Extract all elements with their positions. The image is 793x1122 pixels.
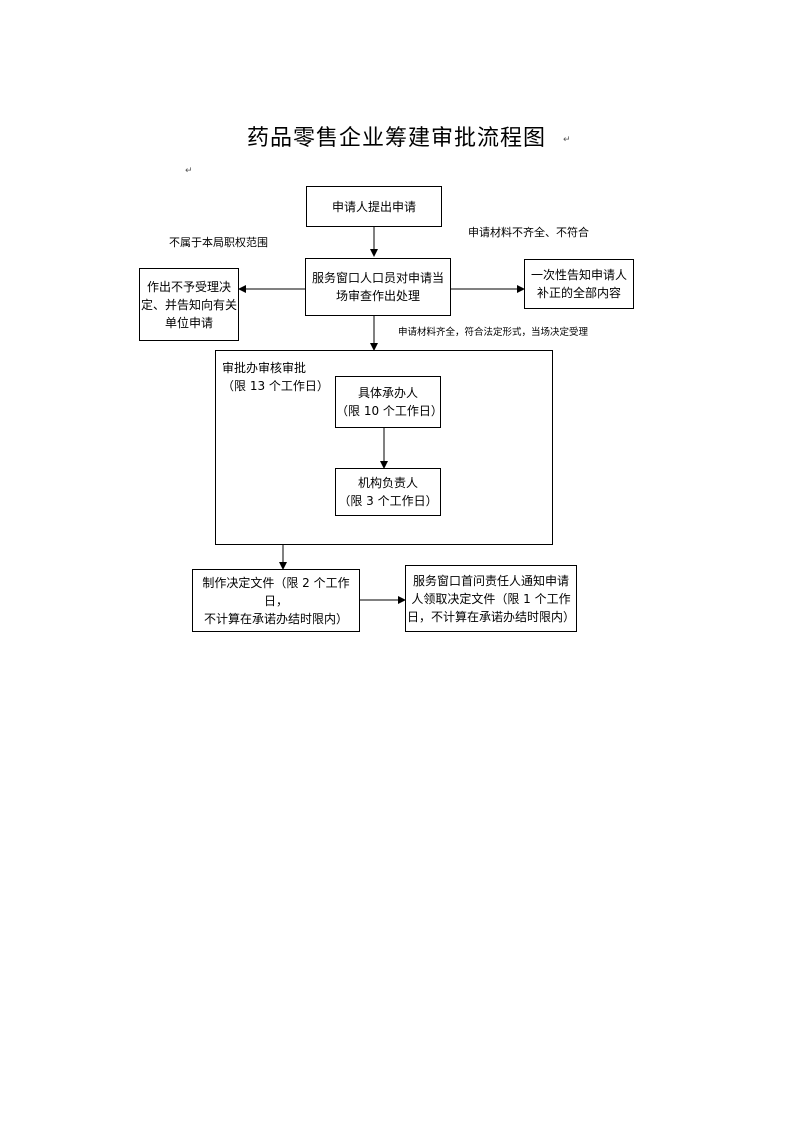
leader-node: 机构负责人 （限 3 个工作日） [335,468,441,516]
approval-group-label-line-2: （限 13 个工作日） [222,379,329,393]
handler-node: 具体承办人 （限 10 个工作日） [335,376,443,428]
notify-line-1: 服务窗口首问责任人通知申请 [412,573,569,588]
reject-line-2: 定、并告知向有关 [140,297,237,312]
leader-line-1: 机构负责人 [357,476,418,490]
reject-line-3: 单位申请 [164,315,213,330]
approval-group [215,350,553,545]
supplement-line-2: 补正的全部内容 [536,286,621,300]
notify-line-3: 日，不计算在承诺办结时限内） [406,609,575,624]
decision-doc-line-1: 制作决定文件（限 2 个工作日， [202,575,350,608]
decision-doc-node: 制作决定文件（限 2 个工作日， 不计算在承诺办结时限内） [192,569,360,632]
notify-node: 服务窗口首问责任人通知申请 人领取决定文件（限 1 个工作 日，不计算在承诺办结… [405,565,577,632]
approval-group-label-line-1: 审批办审核审批 [222,361,307,375]
supplement-line-1: 一次性告知申请人 [530,268,627,282]
supplement-node: 一次性告知申请人 补正的全部内容 [524,259,634,309]
apply-node-label: 申请人提出申请 [331,199,416,214]
paragraph-mark-icon: ↵ [185,166,193,176]
not-in-scope-label: 不属于本局职权范围 [169,236,268,249]
handler-line-2: （限 10 个工作日） [336,404,443,418]
reject-line-1: 作出不予受理决 [146,279,231,294]
notify-line-2: 人领取决定文件（限 1 个工作 [411,591,571,606]
apply-node: 申请人提出申请 [306,186,442,227]
paragraph-mark-icon: ↵ [563,135,571,145]
reject-node: 作出不予受理决 定、并告知向有关 单位申请 [139,268,239,341]
approval-group-label: 审批办审核审批 （限 13 个工作日） [222,359,329,395]
incomplete-label: 申请材料不齐全、不符合 [468,226,589,239]
window-review-line-2: 场审查作出处理 [335,289,420,303]
window-review-line-1: 服务窗口人口员对申请当 [311,271,444,285]
complete-label: 申请材料齐全，符合法定形式，当场决定受理 [398,327,589,338]
page-title: 药品零售企业筹建审批流程图 [246,126,546,151]
leader-line-2: （限 3 个工作日） [338,494,438,508]
window-review-node: 服务窗口人口员对申请当 场审查作出处理 [305,258,451,316]
handler-line-1: 具体承办人 [357,386,418,400]
decision-doc-line-2: 不计算在承诺办结时限内） [203,611,348,626]
